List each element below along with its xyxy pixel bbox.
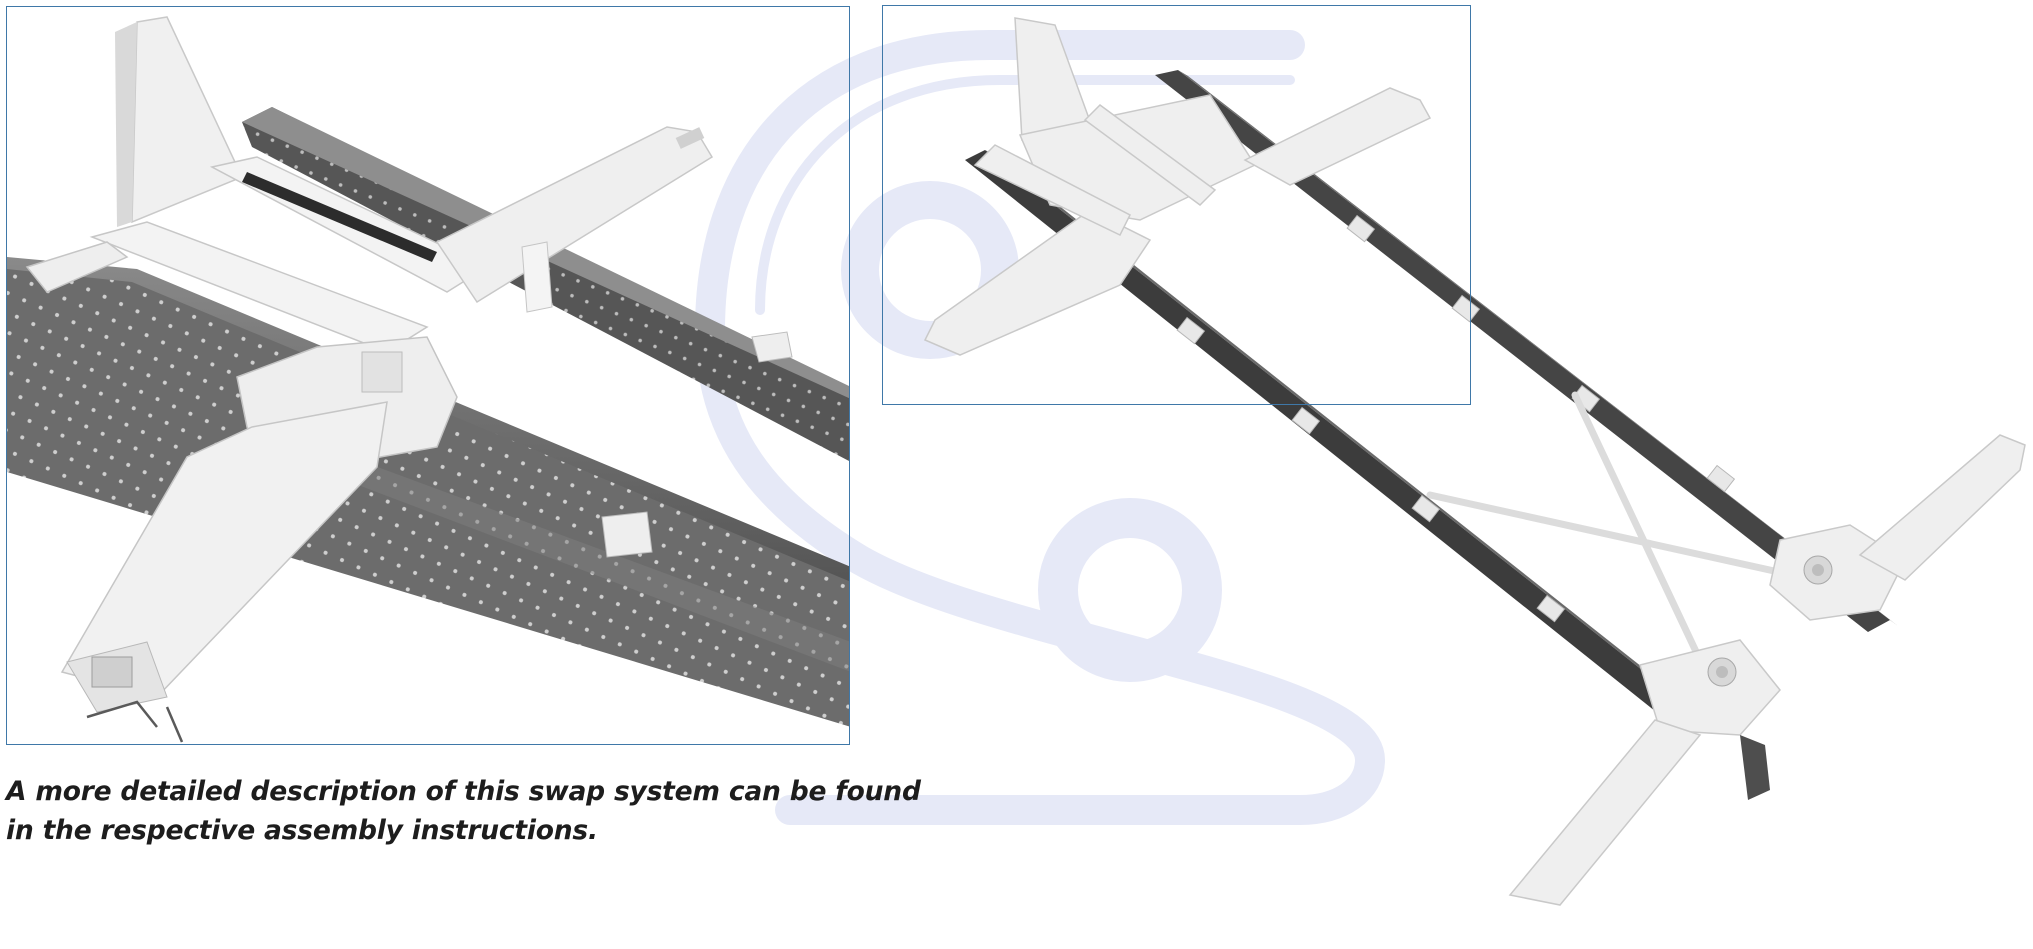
figure-caption: A more detailed description of this swap… <box>6 772 921 850</box>
detail-view-render <box>7 16 849 743</box>
detail-view-frame <box>6 6 850 745</box>
rail-right <box>1155 70 1890 632</box>
caption-line-2: in the respective assembly instructions. <box>6 815 598 846</box>
caption-line-1: A more detailed description of this swap… <box>6 776 921 807</box>
overview-highlight-frame <box>882 5 1471 405</box>
arm-right <box>435 126 714 304</box>
upright-bracket <box>131 16 244 224</box>
rail-left <box>965 150 1680 715</box>
overview-render <box>923 17 2026 906</box>
